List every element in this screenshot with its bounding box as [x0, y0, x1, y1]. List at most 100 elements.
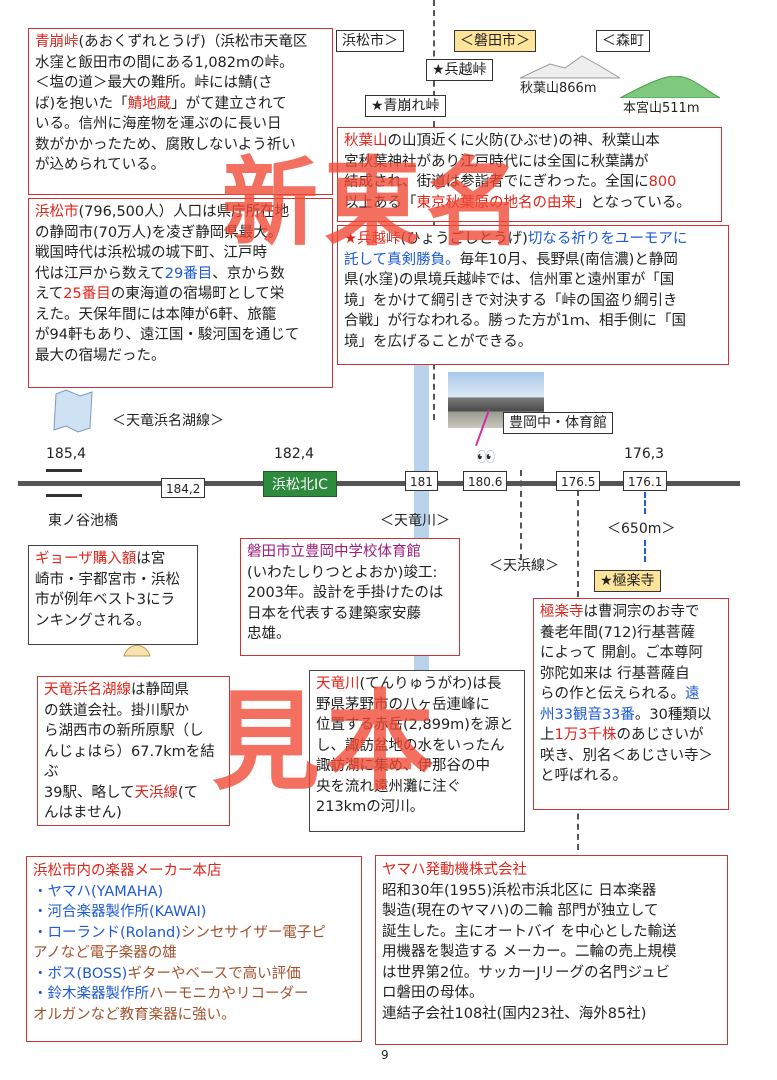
box-gyoza: ギョーザ購入額は宮 崎市・宇都宮市・浜松 市が例年ベスト3にラ ンキングされる。 — [28, 545, 198, 645]
text: (て — [178, 784, 199, 801]
highlight: 託して真剣勝負。 — [344, 251, 460, 268]
highlight-saba-jizo: 鯖地蔵 — [127, 95, 172, 112]
text: の東海道の宿場町として栄 — [110, 286, 285, 302]
box-hamamatsu: 浜松市(796,500人）人口は県庁所在地 の静岡市(70万人)を凌ぎ静岡県最大… — [28, 198, 333, 388]
highlight: 州33観音33番 — [540, 706, 635, 723]
text: アノなど電子楽器の雄 — [33, 945, 177, 961]
highlight: 1万3千株 — [554, 727, 617, 743]
post-176-1: 176.1 — [623, 471, 668, 491]
text: が94軒もあり、遠江国・駿河国を通じて — [35, 327, 300, 343]
box-gakki: 浜松市内の楽器メーカー本店 ・ヤマハ(YAMAHA) ・河合楽器製作所(KAWA… — [26, 856, 362, 1042]
title-gyoza: ギョーザ購入額 — [35, 551, 137, 567]
text: シンセサイザー電子ピ — [180, 924, 326, 941]
text: 製造(現在のヤマハ)の二輪 部門が独立して — [382, 903, 659, 919]
text: 数がかかったため、腐敗しないよう祈い — [35, 136, 296, 153]
text: 境」をかけて綱引きで対決する「峠の国盗り綱引き — [344, 292, 678, 309]
bridge-marker-top — [46, 469, 82, 472]
title-gym: 磐田市立豊岡中学校体育館 — [247, 544, 421, 560]
text: えて — [35, 286, 64, 302]
text: 崎市・宇都宮市・浜松 — [35, 571, 180, 588]
bridge-marker-bottom — [46, 494, 82, 497]
text: の山頂近くに火防(ひぶせ)の神、秋葉山本 — [387, 133, 660, 149]
text: (いわたしりつとよおか)竣工: — [247, 564, 438, 581]
highlight: 25番目 — [63, 286, 111, 302]
text: 戦国時代は浜松城の城下町、江戸時 — [35, 245, 267, 261]
title-yamaha-motor: ヤマハ発動機株式会社 — [382, 862, 527, 878]
tenryu-river-label: ＜天竜川＞ — [380, 513, 450, 529]
text: 諏訪湖に集め、伊那谷の中 — [316, 758, 490, 774]
tenhama-line-label: ＜天浜線＞ — [489, 558, 559, 574]
text: 毎年10月、長野県(南信濃)と静岡 — [459, 251, 678, 268]
post-180-6: 180.6 — [463, 471, 508, 491]
box-tenhama: 天竜浜名湖線は静岡県 の鉄道会社。掛川駅か ら湖西市の新所原駅（し んじょはら）… — [37, 676, 230, 826]
text: 、京から数 — [212, 265, 285, 282]
text: 最大の宿場だった。 — [35, 347, 166, 364]
text: (あおくずれとうげ)（浜松市天竜区 — [78, 34, 308, 50]
text: のあじさいが — [616, 727, 704, 743]
text: んじょはら）67.7kmを結ぶ — [44, 743, 215, 781]
highlight: 遠 — [685, 686, 700, 702]
distance-label: ＜650m＞ — [607, 521, 676, 537]
text: 」がて建立されて — [171, 95, 287, 112]
title-akiha: 秋葉山 — [344, 133, 388, 149]
text: 日本を代表する建築家安藤 — [247, 605, 421, 622]
text: が込められている。 — [35, 157, 166, 173]
title-hyoe: ★兵越峠 — [344, 231, 401, 247]
gokuraku-sign: ★極楽寺 — [594, 570, 661, 592]
text: は曹洞宗のお寺で — [583, 604, 700, 620]
text: ハーモニカやリコーダー — [149, 986, 309, 1002]
text: (ひょうごしとうげ) — [400, 231, 528, 247]
boundary-line-left — [520, 470, 522, 560]
box-tenryu: 天竜川(てんりゅうがわ)は長 野県茅野市の八ヶ岳連峰に 位置する赤岳(2,899… — [309, 670, 525, 832]
text: 連結子会社108社(国内23社、海外85社) — [382, 1005, 647, 1022]
box-gokuraku: 極楽寺は曹洞宗のお寺で 養老年間(712)行基菩薩 によって 開創。ご本尊阿 弥… — [533, 598, 729, 810]
text: 弥陀如来は 行基菩薩自 — [540, 665, 690, 682]
page-number: 9 — [381, 1048, 389, 1062]
box-gym: 磐田市立豊岡中学校体育館 (いわたしりつとよおか)竣工: 2003年。設計を手掛… — [240, 538, 460, 656]
text: 用機器を製造する メーカー。二輪の売上規模 — [382, 944, 677, 960]
highlight: 切なる祈りをユーモアに — [527, 231, 688, 247]
text: 昭和30年(1955)浜松市浜北区に 日本楽器 — [382, 882, 657, 899]
list-item: ・河合楽器製作所(KAWAI) — [33, 904, 207, 920]
text: ＜塩の道＞最大の難所。峠には鯖(さ — [35, 75, 273, 91]
text: の静岡市(70万人)を凌ぎ静岡県最大。 — [35, 224, 283, 241]
text: 央を流れ遠州灘に注ぐ — [316, 778, 461, 795]
gyoza-icon — [123, 645, 151, 657]
title-gakki: 浜松市内の楽器メーカー本店 — [33, 863, 222, 879]
list-item: ・ボス(BOSS) — [33, 965, 128, 982]
text: ら湖西市の新所原駅（し — [44, 723, 204, 739]
list-item: ・ローランド(Roland) — [33, 924, 181, 941]
title-tenryu: 天竜川 — [316, 676, 360, 692]
text: ば)を抱いた「 — [35, 95, 128, 112]
highlight: 800 — [648, 174, 677, 190]
box-hyoe: ★兵越峠(ひょうごしとうげ)切なる祈りをユーモアに 託して真剣勝負。毎年10月、… — [337, 225, 729, 365]
text: 以上ある「 — [344, 194, 417, 211]
expressway-line — [18, 481, 740, 486]
pass-aokuzure: ★青崩れ峠 — [365, 95, 446, 117]
text: によって 開創。ご本尊阿 — [540, 645, 703, 661]
box-akiha: 秋葉山の山頂近くに火防(ひぶせ)の神、秋葉山本 宮秋葉神社があり江戸時代には全国… — [337, 127, 722, 222]
higashinoya-bridge-label: 東ノ谷池橋 — [48, 513, 118, 529]
text: 。30種類以 — [634, 706, 712, 723]
text: 境」を広げることができる。 — [344, 333, 533, 350]
text: (796,500人）人口は県庁所在地 — [78, 204, 290, 220]
title-tenhama: 天竜浜名湖線 — [44, 682, 131, 698]
list-item: ・鈴木楽器製作所 — [33, 986, 149, 1002]
text: の鉄道会社。掛川駅か — [44, 702, 189, 719]
highlight: 天浜線 — [134, 784, 179, 801]
text: 」となっている。 — [576, 194, 691, 211]
distance-arrow-down — [644, 540, 646, 562]
mountain-akiha-icon — [520, 55, 620, 79]
ic-hamamatsu-kita: 浜松北IC — [263, 471, 337, 497]
box-yamaha-motor: ヤマハ発動機株式会社 昭和30年(1955)浜松市浜北区に 日本楽器 製造(現在… — [375, 855, 728, 1045]
text: と呼ばれる。 — [540, 768, 627, 784]
text: (てんりゅうがわ)は長 — [359, 676, 502, 692]
text: ロ磐田の母体。 — [382, 985, 484, 1001]
text: 宮秋葉神社があり江戸時代には全国に秋葉講が — [344, 153, 649, 170]
title-gokuraku: 極楽寺 — [540, 604, 584, 620]
km-185-4: 185,4 — [46, 446, 87, 462]
text: 2003年。設計を手掛けたのは — [247, 585, 444, 601]
text: んはません) — [44, 805, 122, 821]
post-184-2: 184,2 — [161, 478, 206, 498]
gym-label: 豊岡中・体育館 — [503, 412, 613, 434]
